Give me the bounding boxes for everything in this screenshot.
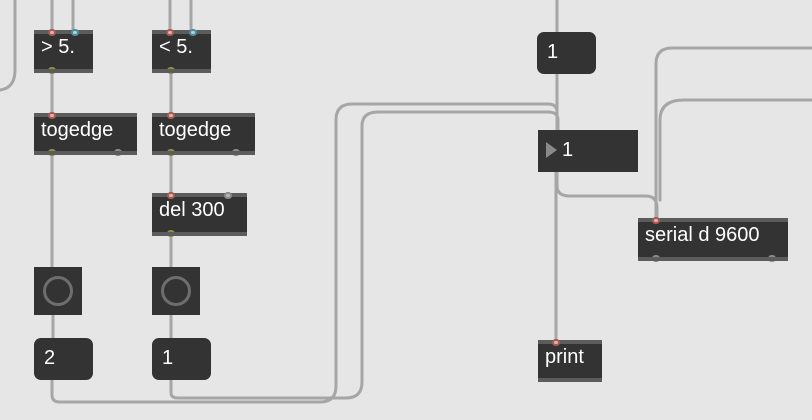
outlet-left[interactable] <box>167 149 175 156</box>
cord-left-edge-curve <box>0 0 17 92</box>
message-label: 1 <box>547 41 559 63</box>
cord-right-into-serial-a <box>654 46 812 220</box>
number-triangle-icon <box>546 142 557 158</box>
inlet-left[interactable] <box>167 192 175 199</box>
number-box[interactable]: 1 <box>538 130 638 172</box>
outlet-right[interactable] <box>232 149 240 156</box>
message-label: 1 <box>162 347 174 369</box>
greater-than-object[interactable]: > 5. <box>34 29 93 74</box>
inlet-left[interactable] <box>166 29 174 36</box>
inlet-left[interactable] <box>48 29 56 36</box>
outlet-right[interactable] <box>768 255 776 262</box>
outlet-right[interactable] <box>114 149 122 156</box>
object-label: > 5. <box>41 36 75 58</box>
inlet-left[interactable] <box>167 112 175 119</box>
inlet-left[interactable] <box>652 217 660 224</box>
outlet-left[interactable] <box>48 67 56 74</box>
object-label: < 5. <box>159 36 193 58</box>
less-than-object[interactable]: < 5. <box>152 29 211 74</box>
outlet-left[interactable] <box>652 255 660 262</box>
bang-circle-icon <box>161 276 191 306</box>
togedge-object-left[interactable]: togedge <box>34 112 137 156</box>
message-box-2[interactable]: 2 <box>34 338 93 380</box>
togedge-object-right[interactable]: togedge <box>152 112 255 156</box>
message-label: 2 <box>44 347 56 369</box>
bang-circle-icon <box>43 276 73 306</box>
delay-object[interactable]: del 300 <box>152 192 247 237</box>
object-label: serial d 9600 <box>645 224 760 246</box>
object-label: togedge <box>41 119 114 141</box>
object-label: print <box>545 346 584 368</box>
bang-button-left[interactable] <box>34 267 82 315</box>
outlet-left[interactable] <box>48 149 56 156</box>
outlet-left[interactable] <box>167 230 175 237</box>
cord-msg-left-loop <box>50 102 559 404</box>
print-object[interactable]: print <box>538 339 602 382</box>
inlet-right[interactable] <box>71 29 79 36</box>
object-label: togedge <box>159 119 232 141</box>
inlet-right[interactable] <box>189 29 197 36</box>
cord-right-into-serial-b <box>658 98 812 202</box>
cord-numbox-to-serial <box>555 170 659 220</box>
bang-button-right[interactable] <box>152 267 200 315</box>
message-box-1-upper[interactable]: 1 <box>537 32 596 74</box>
outlet-left[interactable] <box>167 67 175 74</box>
object-label: del 300 <box>159 199 225 221</box>
inlet-right[interactable] <box>224 192 232 199</box>
inlet-left[interactable] <box>48 112 56 119</box>
cord-msg-mid-loop <box>169 110 560 400</box>
number-value: 1 <box>562 139 574 161</box>
inlet-left[interactable] <box>552 339 560 346</box>
message-box-1-lower[interactable]: 1 <box>152 338 211 380</box>
serial-object[interactable]: serial d 9600 <box>638 217 788 262</box>
